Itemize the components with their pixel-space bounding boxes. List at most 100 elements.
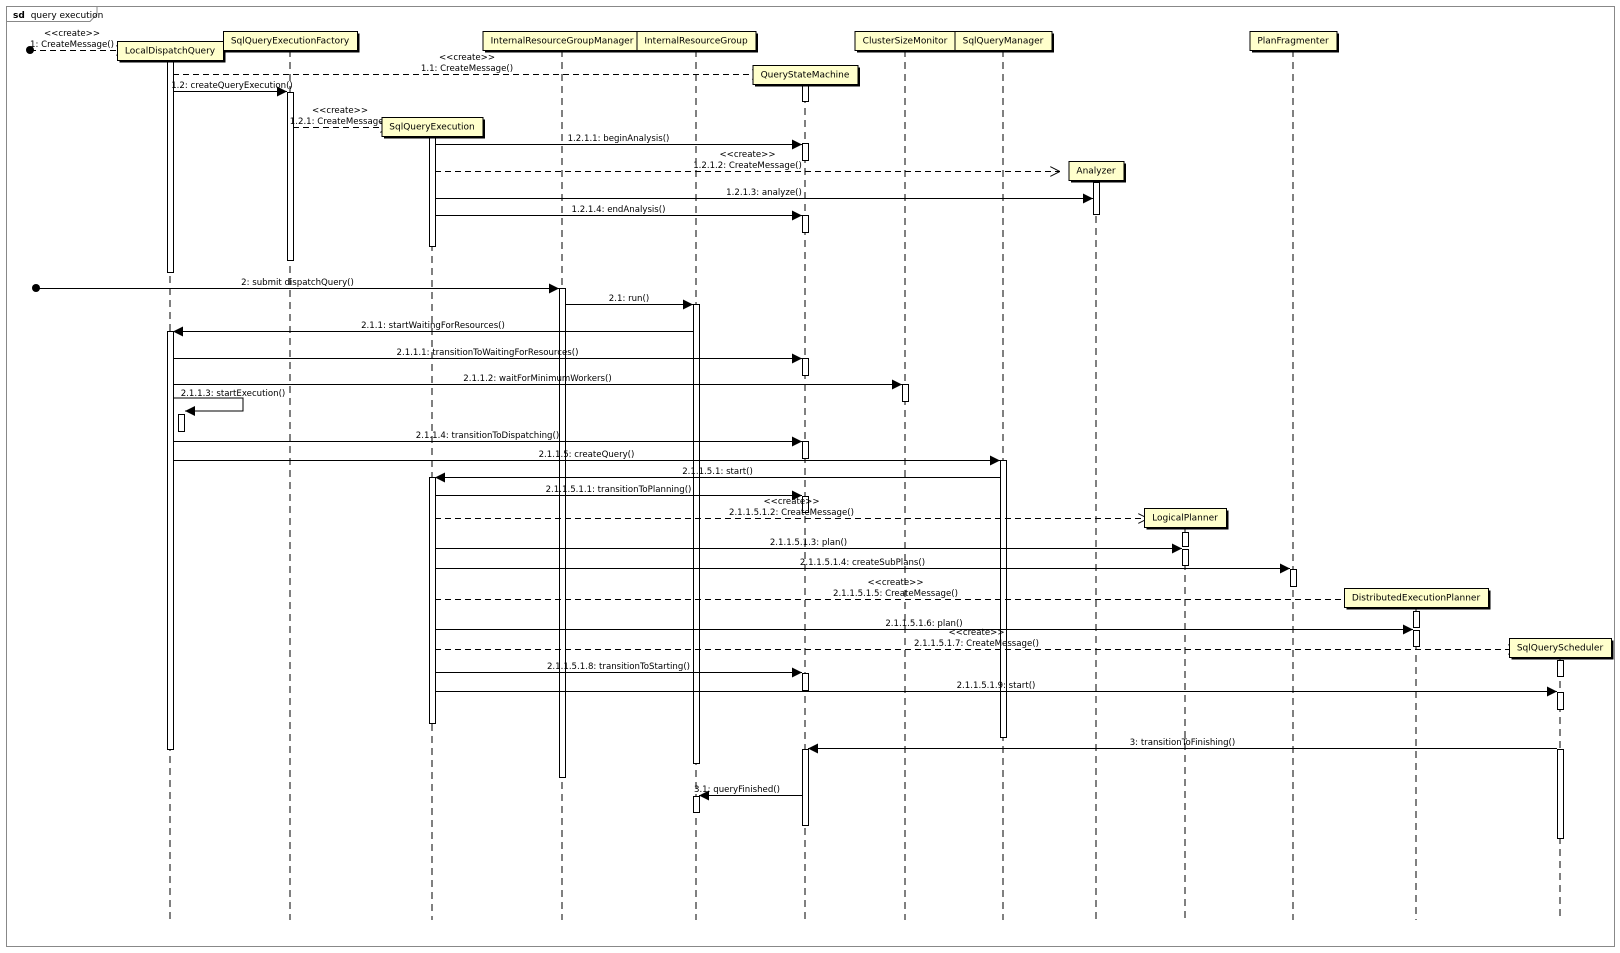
frame-title: sd query execution — [13, 11, 103, 21]
activation-bar — [429, 137, 436, 247]
message-m1-2: 1.2: createQueryExecution() — [171, 81, 293, 97]
activation-bar — [802, 215, 809, 233]
message-label: 2.1.1.5.1.2: CreateMessage() — [729, 508, 854, 518]
object-box-analyzer: Analyzer — [1068, 161, 1126, 183]
object-label-qsm: QueryStateMachine — [761, 71, 850, 81]
message-m2-1-1: 2.1.1: startWaitingForResources() — [173, 321, 693, 337]
message-label: 1.2.1.2: CreateMessage() — [693, 161, 802, 171]
activation-bar — [902, 384, 909, 402]
object-box-qsm: QueryStateMachine — [752, 65, 860, 87]
message-m1-2-1-3: 1.2.1.3: analyze() — [435, 188, 1093, 204]
message-label: 2.1: run() — [609, 294, 649, 304]
message-label: 2.1.1.4: transitionToDispatching() — [416, 431, 559, 441]
message-m2-1-1-5-1-8: 2.1.1.5.1.8: transitionToStarting() — [435, 662, 802, 678]
object-box-sqef: SqlQueryExecutionFactory — [223, 31, 360, 53]
message-label: 2.1.1.5: createQuery() — [539, 450, 635, 460]
create-stereotype: <<create>> — [439, 53, 495, 63]
message-m2-1-1-5-1-4: 2.1.1.5.1.4: createSubPlans() — [435, 558, 1290, 574]
frame-title-tab — [6, 6, 98, 22]
activation-bar — [1182, 549, 1189, 566]
message-m2-1-1-5-1-1: 2.1.1.5.1.1: transitionToPlanning() — [435, 485, 802, 501]
message-m2-1-1-5-1: 2.1.1.5.1: start() — [435, 467, 1000, 483]
message-m2-1-1-5-1-7: <<create>>2.1.1.5.1.7: CreateMessage() — [435, 628, 1518, 650]
frame-keyword: sd — [13, 11, 25, 21]
message-m2-1-1-5-1-3: 2.1.1.5.1.3: plan() — [435, 538, 1182, 554]
message-m2: 2: submit dispatchQuery() — [32, 278, 559, 294]
activation-bar — [1182, 532, 1189, 547]
message-m1: <<create>>1: CreateMessage() — [26, 29, 126, 54]
object-box-pf: PlanFragmenter — [1249, 31, 1339, 53]
activation-bar — [1413, 630, 1420, 647]
activation-bar — [1290, 569, 1297, 587]
object-rect-qsm — [752, 65, 859, 85]
message-label: 1.2: createQueryExecution() — [171, 81, 293, 91]
message-label: 1.2.1.1: beginAnalysis() — [568, 134, 670, 144]
message-m2-1-1-5-1-9: 2.1.1.5.1.9: start() — [435, 681, 1557, 697]
activations — [167, 61, 1564, 839]
message-label: 1.2.1.3: analyze() — [726, 188, 802, 198]
message-label: 2.1.1.2: waitForMinimumWorkers() — [463, 374, 611, 384]
object-label-lp: LogicalPlanner — [1152, 514, 1218, 524]
message-m2-1: 2.1: run() — [565, 294, 693, 310]
message-m1-2-1-2: <<create>>1.2.1.2: CreateMessage() — [435, 150, 1060, 172]
message-label: 1: CreateMessage() — [30, 40, 114, 50]
activation-bar — [802, 85, 809, 102]
message-label: 2.1.1.3: startExecution() — [181, 389, 286, 399]
activation-bar — [1557, 749, 1564, 839]
object-rect-sqe — [381, 117, 484, 137]
message-label: 2.1.1.5.1.6: plan() — [885, 619, 962, 629]
object-rect-sqs — [1509, 638, 1612, 658]
message-m2-1-1-5-1-5: <<create>>2.1.1.5.1.5: CreateMessage() — [435, 578, 1356, 600]
frame-name: query execution — [31, 11, 104, 21]
message-m2-1-1-5-1-6: 2.1.1.5.1.6: plan() — [435, 619, 1413, 635]
message-m3: 3: transitionToFinishing() — [808, 738, 1557, 754]
activation-bar — [1557, 660, 1564, 677]
object-box-sqe: SqlQueryExecution — [381, 117, 485, 139]
object-rect-lp — [1144, 508, 1227, 528]
message-m2-1-1-3: 2.1.1.3: startExecution() — [173, 389, 286, 416]
object-rect-sqef — [223, 31, 358, 51]
message-label: 2.1.1.5.1.9: start() — [957, 681, 1036, 691]
message-m2-1-1-4: 2.1.1.4: transitionToDispatching() — [173, 431, 802, 447]
activation-bar — [167, 331, 174, 750]
messages: <<create>>1: CreateMessage()<<create>>1.… — [26, 29, 1557, 801]
create-stereotype: <<create>> — [763, 497, 819, 507]
frame-border — [6, 6, 1615, 947]
message-m2-1-1-2: 2.1.1.2: waitForMinimumWorkers() — [173, 374, 902, 390]
message-m1-1: <<create>>1.1: CreateMessage() — [173, 53, 762, 75]
object-box-lp: LogicalPlanner — [1144, 508, 1229, 530]
object-rect-pf — [1249, 31, 1338, 51]
object-box-irg: InternalResourceGroup — [636, 31, 758, 53]
object-box-sqs: SqlQueryScheduler — [1509, 638, 1614, 660]
message-label: 2.1.1: startWaitingForResources() — [361, 321, 505, 331]
object-rect-irg — [636, 31, 757, 51]
activation-bar — [693, 304, 700, 764]
object-label-ldq: LocalDispatchQuery — [125, 47, 216, 57]
object-label-pf: PlanFragmenter — [1257, 37, 1329, 47]
activation-bar — [693, 796, 700, 813]
message-label: 1.2.1: CreateMessage() — [290, 117, 390, 127]
message-m1-2-1-4: 1.2.1.4: endAnalysis() — [435, 205, 802, 221]
activation-bar — [1557, 692, 1564, 710]
activation-bar — [178, 414, 185, 432]
object-label-sqm: SqlQueryManager — [963, 37, 1044, 47]
message-label: 1.1: CreateMessage() — [421, 64, 513, 74]
message-label: 2.1.1.5.1.1: transitionToPlanning() — [546, 485, 692, 495]
message-label: 2.1.1.5.1: start() — [682, 467, 753, 477]
activation-bar — [802, 673, 809, 691]
message-m2-1-1-5-1-2: <<create>>2.1.1.5.1.2: CreateMessage() — [435, 497, 1148, 519]
message-label: 3: transitionToFinishing() — [1130, 738, 1236, 748]
object-box-csm: ClusterSizeMonitor — [854, 31, 958, 53]
message-label: 2.1.1.5.1.5: CreateMessage() — [833, 589, 958, 599]
activation-bar — [802, 358, 809, 376]
activation-bar — [802, 749, 809, 826]
create-stereotype: <<create>> — [719, 150, 775, 160]
lifelines — [169, 50, 1561, 920]
activation-bar — [429, 477, 436, 724]
activation-bar — [802, 496, 809, 513]
object-label-sqef: SqlQueryExecutionFactory — [231, 37, 350, 47]
activation-bar — [167, 61, 174, 273]
object-label-sqe: SqlQueryExecution — [389, 123, 474, 133]
object-label-analyzer: Analyzer — [1076, 167, 1115, 177]
